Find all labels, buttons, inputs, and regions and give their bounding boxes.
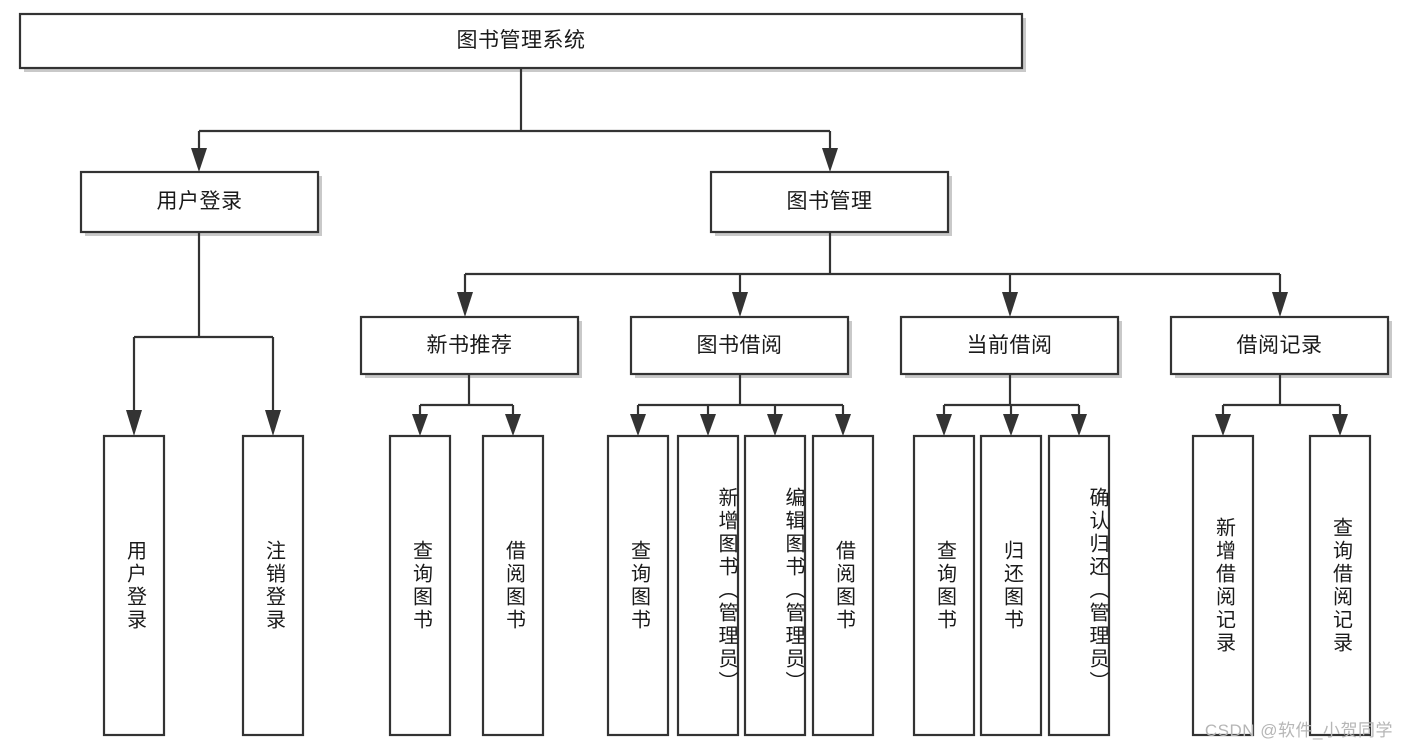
arrow-head-bookborrow-2 (700, 414, 716, 436)
current-borrow-box[interactable] (899, 315, 1120, 376)
leaf-box-query-book-2[interactable] (606, 434, 670, 737)
arrow-head-level3-4 (1272, 292, 1288, 317)
book-manage-box[interactable] (709, 170, 950, 234)
arrow-head-level2-2 (822, 148, 838, 172)
arrow-head-userlogin-2 (265, 410, 281, 436)
arrow-head-newbook-1 (412, 414, 428, 436)
book-borrow-box[interactable] (629, 315, 850, 376)
arrow-head-userlogin-1 (126, 410, 142, 436)
arrow-head-bookborrow-3 (767, 414, 783, 436)
leaf-box-query-book-3[interactable] (912, 434, 976, 737)
leaf-box-edit-book[interactable] (743, 434, 807, 737)
arrow-head-currentborrow-2 (1003, 414, 1019, 436)
arrow-head-level3-1 (457, 292, 473, 317)
arrow-head-level3-2 (732, 292, 748, 317)
arrow-head-level3-3 (1002, 292, 1018, 317)
arrow-head-bookborrow-4 (835, 414, 851, 436)
leaf-box-confirm-return[interactable] (1047, 434, 1111, 737)
arrow-head-newbook-2 (505, 414, 521, 436)
leaf-box-logout[interactable] (241, 434, 305, 737)
new-book-box[interactable] (359, 315, 580, 376)
borrow-record-box[interactable] (1169, 315, 1390, 376)
root-box[interactable] (18, 12, 1024, 70)
arrow-head-bookborrow-1 (630, 414, 646, 436)
arrow-head-currentborrow-1 (936, 414, 952, 436)
user-login-box[interactable] (79, 170, 320, 234)
leaf-box-borrow-book-1[interactable] (481, 434, 545, 737)
leaf-box-query-book-1[interactable] (388, 434, 452, 737)
leaf-box-add-record[interactable] (1191, 434, 1255, 737)
arrow-head-level2-1 (191, 148, 207, 172)
leaf-box-borrow-book-2[interactable] (811, 434, 875, 737)
leaf-box-query-record[interactable] (1308, 434, 1372, 737)
arrow-head-borrowrecord-2 (1332, 414, 1348, 436)
leaf-box-add-book[interactable] (676, 434, 740, 737)
arrow-head-currentborrow-3 (1071, 414, 1087, 436)
leaf-box-user-login[interactable] (102, 434, 166, 737)
leaf-box-return-book[interactable] (979, 434, 1043, 737)
arrow-head-borrowrecord-1 (1215, 414, 1231, 436)
